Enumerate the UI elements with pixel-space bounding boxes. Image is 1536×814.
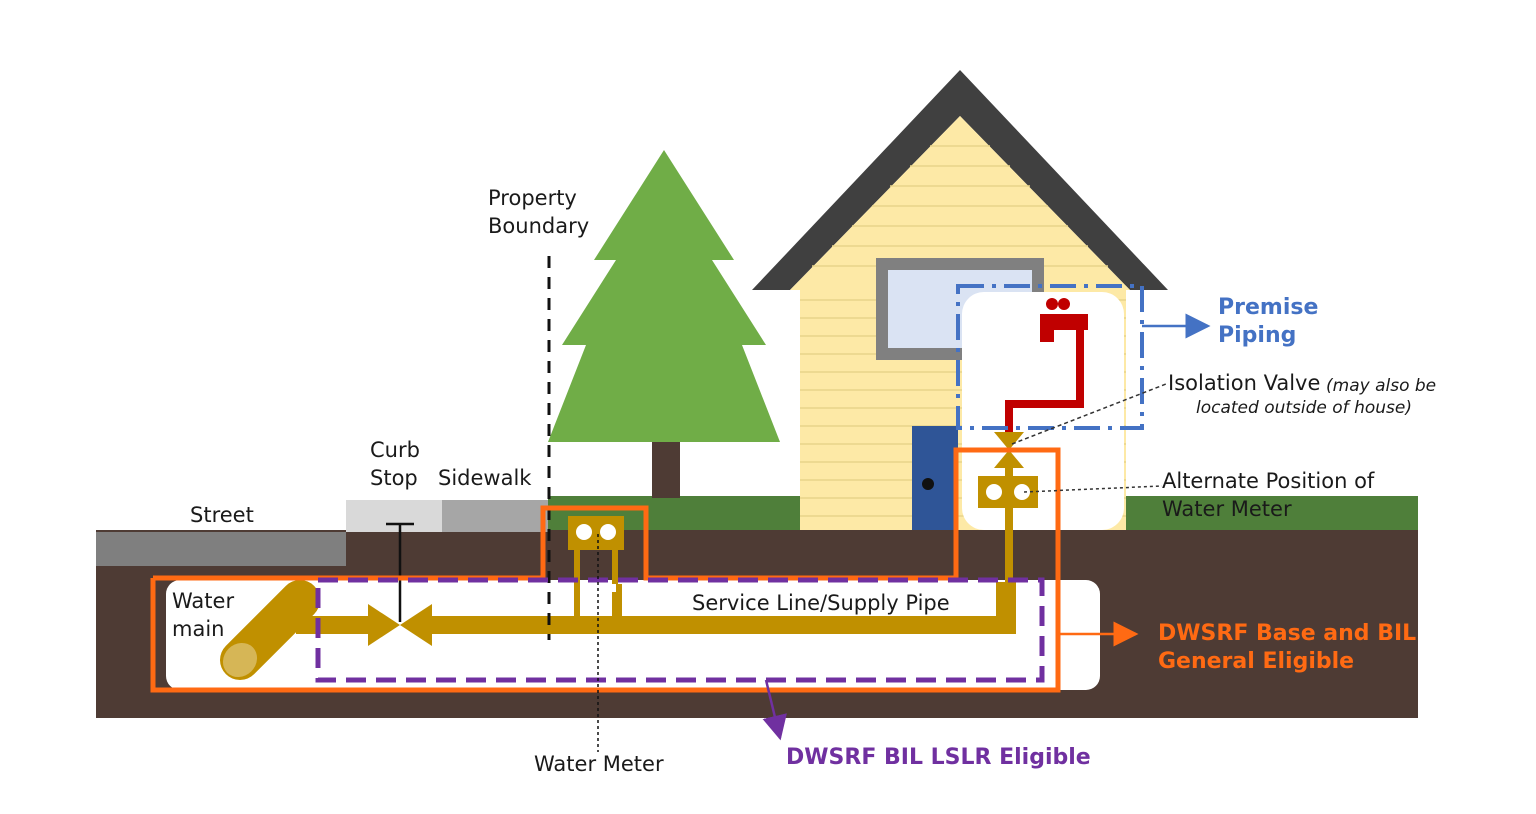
faucet-icon — [1040, 298, 1088, 342]
street-label: Street — [190, 503, 254, 527]
dwsrf-lslr-label: DWSRF BIL LSLR Eligible — [786, 745, 1091, 770]
street-surface — [96, 532, 346, 566]
curb-stop-key — [386, 522, 414, 622]
water-meter-label: Water Meter — [534, 752, 664, 776]
grass-right — [1125, 496, 1418, 530]
premise-piping-label: Premise Piping — [1218, 295, 1319, 348]
water-meter-icon — [568, 516, 624, 616]
water-main-label: Water main — [172, 589, 235, 641]
water-main-pipe — [220, 580, 320, 680]
curb-stop-label: Curb Stop — [370, 438, 420, 490]
premise-piping — [1005, 322, 1084, 432]
alternate-meter-label: Alternate Position of Water Meter — [1162, 469, 1375, 521]
service-line-label: Service Line/Supply Pipe — [692, 591, 950, 615]
purple-lslr-outline — [315, 577, 1045, 683]
sidewalk-label: Sidewalk — [438, 466, 532, 490]
isolation-valve-note-2: located outside of house) — [1196, 398, 1412, 418]
isolation-valve-note-1: (may also be — [1326, 376, 1437, 396]
house-door — [912, 426, 958, 530]
sidewalk-block — [442, 500, 548, 532]
alternate-meter-leader — [1023, 485, 1163, 493]
tree-canopy — [548, 150, 780, 442]
tree-trunk — [652, 440, 680, 498]
alternate-meter-icon — [978, 468, 1038, 588]
curb-stop-valve-icon — [368, 604, 432, 646]
property-boundary-label: Property Boundary — [488, 186, 590, 238]
curb-block — [346, 500, 442, 532]
dwsrf-base-label: DWSRF Base and BIL General Eligible — [1158, 621, 1417, 674]
door-knob — [922, 478, 934, 490]
lslr-arrow — [762, 679, 787, 741]
blue-premise-outline — [956, 284, 1144, 430]
isolation-valve-label: Isolation Valve — [1168, 371, 1321, 395]
isolation-valve-icon — [994, 432, 1024, 468]
house-roof — [752, 70, 1168, 290]
